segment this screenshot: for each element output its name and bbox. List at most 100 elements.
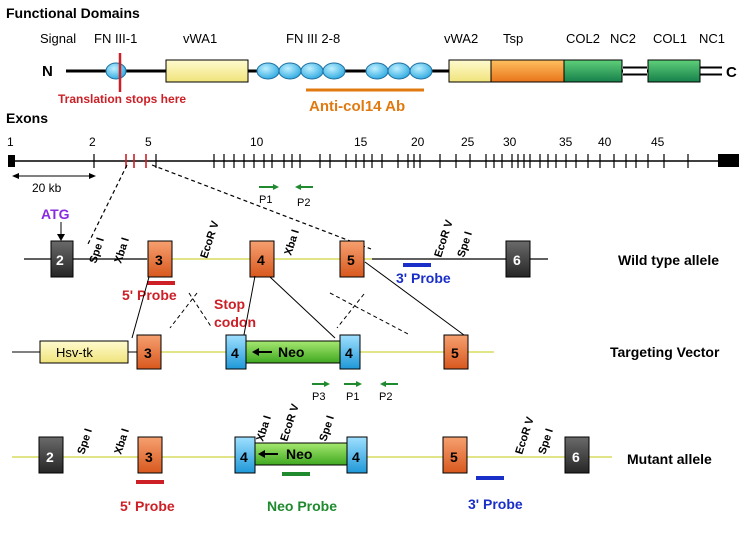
wt-exon-3 (147, 240, 173, 278)
mut-ecorv-site-1: EcoR V (278, 402, 302, 443)
exon-number-15: 15 (354, 135, 368, 149)
wt-ecorv-site-1: EcoR V (198, 219, 222, 260)
col2-domain (563, 59, 623, 83)
hsvtk-cassette (39, 340, 129, 364)
wt-spe-site-2: Spe I (455, 230, 475, 259)
arrow-down-icon (57, 234, 65, 241)
wt-exon-5 (339, 240, 365, 278)
wt-xba-site: Xba I (112, 236, 132, 265)
wt-probe-3-bar (403, 263, 431, 267)
domain-label-vwa2: vWA2 (444, 31, 478, 46)
vwa2-domain (448, 59, 492, 83)
exon-ticks (93, 154, 689, 168)
wt-xba-site-2: Xba I (282, 228, 302, 257)
domain-label-nc2: NC2 (610, 31, 636, 46)
exon-number-35: 35 (559, 135, 573, 149)
arrow-right-icon (356, 381, 362, 387)
domain-label-fn3-2-8: FN III 2-8 (286, 31, 340, 46)
mut-exon-2 (38, 436, 64, 474)
mut-exon-3-label: 3 (145, 449, 153, 465)
mut-xba-site: Xba I (112, 427, 132, 456)
mut-spe-site-2: Spe I (317, 414, 337, 443)
hsvtk-label: Hsv-tk (56, 345, 93, 360)
tv-exon-3-label: 3 (144, 345, 152, 361)
fn3-1-domain (105, 62, 127, 80)
first-exon-block (8, 155, 15, 167)
arrow-left-icon (12, 173, 19, 179)
tv-exon-4b (339, 334, 361, 370)
nc2-break (623, 66, 647, 76)
last-exon-block (718, 154, 739, 167)
c-terminus-label: C (726, 64, 737, 81)
wt-exon-6 (505, 240, 531, 278)
wt-ecorv-site-2: EcoR V (432, 218, 456, 259)
tv-neo-label: Neo (278, 344, 304, 360)
arrow-left-icon (258, 450, 265, 458)
exon-number-2: 2 (89, 135, 96, 149)
exon-number-20: 20 (411, 135, 425, 149)
domain-label-tsp: Tsp (503, 31, 523, 46)
wt-exon-2 (50, 240, 74, 278)
exon-number-40: 40 (598, 135, 612, 149)
domain-label-col2: COL2 (566, 31, 600, 46)
mut-exon-6 (564, 436, 590, 474)
mut-exon-4a-label: 4 (240, 449, 248, 465)
primer-p1-label: P1 (259, 194, 272, 206)
stop-codon-label-1: Stop (214, 296, 245, 312)
exon-number-5: 5 (145, 135, 152, 149)
domain-label-nc1: NC1 (699, 31, 725, 46)
domain-label-fn3-1: FN III-1 (94, 31, 137, 46)
col1-domain (647, 59, 701, 83)
tv-exon-3 (136, 334, 162, 370)
wt-exon-3-label: 3 (155, 252, 163, 268)
mut-neo-label: Neo (286, 446, 312, 462)
mutant-allele-label: Mutant allele (627, 451, 712, 467)
wt-exon-5-label: 5 (347, 252, 355, 268)
primer-p1b-label: P1 (346, 391, 359, 403)
vwa1-domain (165, 59, 249, 83)
tsp-domain (490, 59, 565, 83)
mut-probe-5-label: 5' Probe (120, 498, 175, 514)
mut-exon-5-label: 5 (450, 449, 458, 465)
translation-stop-label: Translation stops here (58, 92, 186, 106)
wt-probe-5-bar (147, 281, 175, 285)
exon-number-45: 45 (651, 135, 665, 149)
scale-label: 20 kb (32, 181, 62, 195)
fn3-2-8-domains (256, 62, 433, 80)
recombination-lines (131, 261, 469, 341)
wild-type-allele-label: Wild type allele (618, 252, 719, 268)
arrow-left-icon (380, 381, 386, 387)
wt-exon-2-label: 2 (56, 252, 64, 268)
wt-exon-4 (249, 240, 275, 278)
wt-probe-5-label: 5' Probe (122, 287, 177, 303)
tv-exon-4a-label: 4 (231, 345, 239, 361)
primer-p2-label: P2 (297, 197, 310, 209)
mut-spe-site: Spe I (75, 427, 95, 456)
arrow-right-icon (89, 173, 96, 179)
domain-label-vwa1: vWA1 (183, 31, 217, 46)
arrow-left-icon (295, 184, 301, 190)
functional-domains-title: Functional Domains (6, 5, 140, 21)
nc1-break (700, 66, 722, 76)
mut-exon-2-label: 2 (46, 449, 54, 465)
mut-probe-5-bar (136, 480, 164, 484)
exon-number-10: 10 (250, 135, 264, 149)
mut-xba-site-2: Xba I (254, 414, 274, 443)
zoom-line-right (151, 164, 372, 250)
wt-probe-3-label: 3' Probe (396, 270, 451, 286)
tv-exon-4b-label: 4 (345, 345, 353, 361)
arrow-right-icon (324, 381, 330, 387)
mut-neo-probe-bar (282, 472, 310, 476)
mut-exon-6-label: 6 (572, 449, 580, 465)
wt-spe-site: Spe I (87, 236, 107, 265)
antibody-label: Anti-col14 Ab (309, 98, 405, 115)
mut-exon-4b-label: 4 (352, 449, 360, 465)
arrow-right-icon (273, 184, 279, 190)
exons-title: Exons (6, 110, 48, 126)
arrow-left-icon (252, 348, 259, 356)
exon-number-25: 25 (461, 135, 475, 149)
mut-exon-4b (346, 436, 368, 474)
domain-label-col1: COL1 (653, 31, 687, 46)
